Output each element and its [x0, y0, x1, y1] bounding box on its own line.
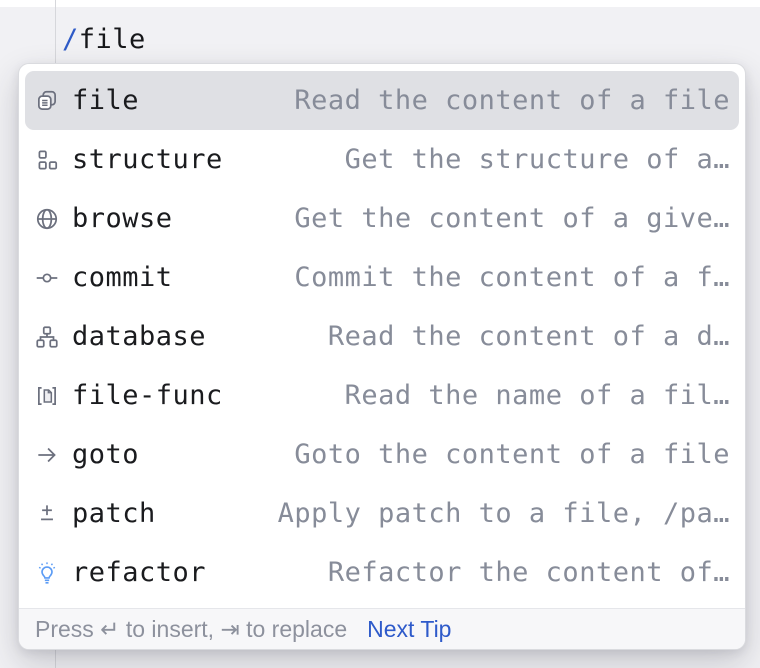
command-completion-popup: file Read the content of a file structur…: [18, 63, 746, 650]
arrow-right-icon: [34, 442, 60, 468]
completion-item-structure[interactable]: structure Get the structure of a…: [25, 130, 739, 189]
completion-item-label: file-func: [72, 380, 223, 411]
completion-item-file-func[interactable]: file-func Read the name of a fil…: [25, 366, 739, 425]
completion-item-refactor[interactable]: refactor Refactor the content of…: [25, 543, 739, 602]
copy-file-icon: [34, 88, 60, 114]
plus-minus-icon: [34, 501, 60, 527]
completion-item-label: goto: [72, 439, 140, 470]
completion-item-description: Goto the content of a file: [294, 439, 730, 470]
completion-item-description: Read the content of a d…: [327, 321, 730, 352]
globe-icon: [34, 206, 60, 232]
completion-item-description: Read the content of a file: [294, 85, 730, 116]
keyboard-hint-text: Press ↵ to insert, ⇥ to replace: [35, 615, 348, 642]
completion-item-browse[interactable]: browse Get the content of a give…: [25, 189, 739, 248]
completion-item-description: Read the name of a fil…: [344, 380, 730, 411]
completion-item-description: Get the content of a give…: [294, 203, 730, 234]
hierarchy-icon: [34, 324, 60, 350]
completion-item-description: Get the structure of a…: [344, 144, 730, 175]
typed-command: file: [78, 24, 146, 55]
commit-icon: [34, 265, 60, 291]
completion-item-description: Apply patch to a file, /pa…: [277, 498, 730, 529]
completion-item-label: database: [72, 321, 207, 352]
structure-icon: [34, 147, 60, 173]
completion-footer: Press ↵ to insert, ⇥ to replace Next Tip: [19, 608, 745, 649]
completion-item-label: structure: [72, 144, 223, 175]
completion-item-label: file: [72, 85, 140, 116]
completion-item-file[interactable]: file Read the content of a file: [25, 71, 739, 130]
file-function-icon: [34, 383, 60, 409]
completion-list: file Read the content of a file structur…: [19, 64, 745, 608]
completion-item-goto[interactable]: goto Goto the content of a file: [25, 425, 739, 484]
completion-item-label: browse: [72, 203, 173, 234]
slash-prefix: /: [62, 24, 79, 55]
completion-item-commit[interactable]: commit Commit the content of a f…: [25, 248, 739, 307]
completion-item-description: Commit the content of a f…: [294, 262, 730, 293]
completion-item-label: refactor: [72, 557, 207, 588]
bulb-icon: [34, 560, 60, 586]
completion-item-patch[interactable]: patch Apply patch to a file, /pa…: [25, 484, 739, 543]
next-tip-link[interactable]: Next Tip: [367, 615, 452, 642]
completion-item-label: commit: [72, 262, 173, 293]
completion-item-description: Refactor the content of…: [327, 557, 730, 588]
editor-top-strip: [0, 0, 760, 7]
completion-item-label: patch: [72, 498, 156, 529]
completion-item-database[interactable]: database Read the content of a d…: [25, 307, 739, 366]
prompt-input-line[interactable]: /file: [62, 24, 146, 56]
